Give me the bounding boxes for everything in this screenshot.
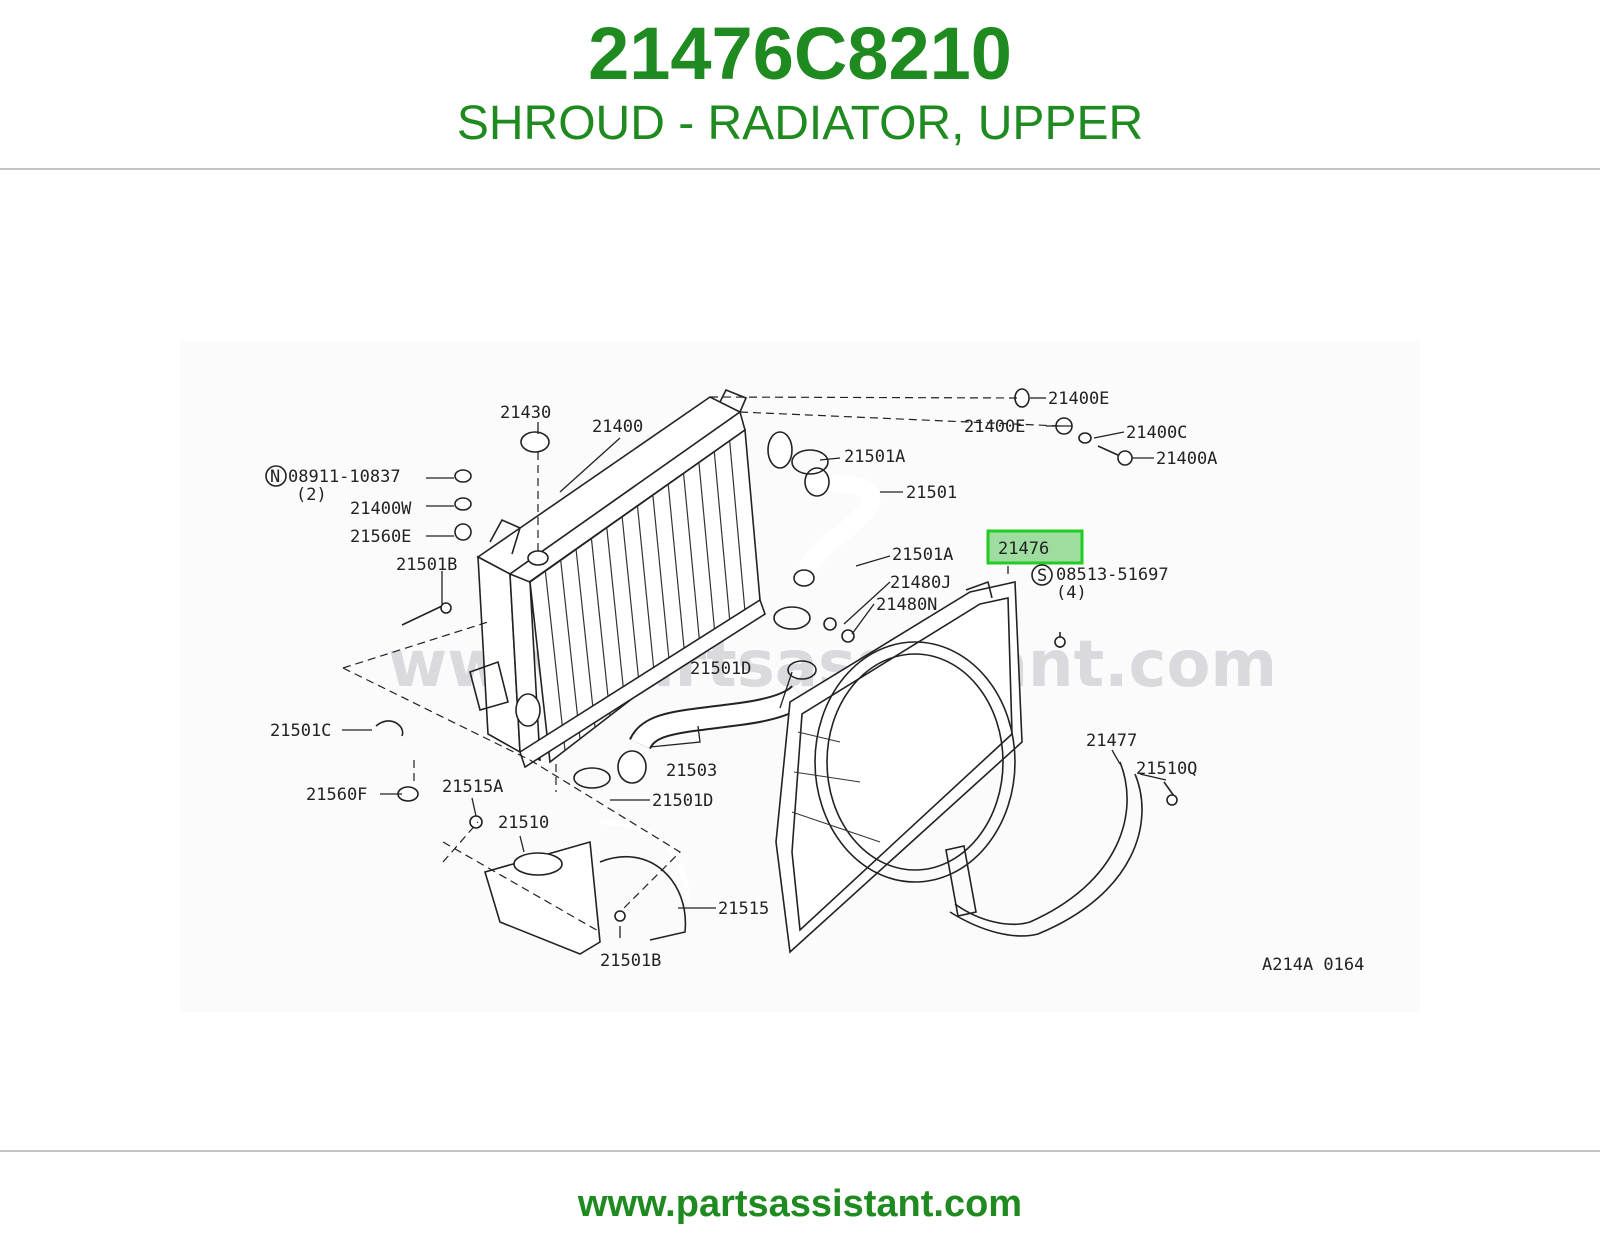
reservoir-tank xyxy=(484,819,691,955)
part-labels: 21430 21400 08911-10837 (2) 21400W 21560… xyxy=(270,389,1364,975)
figure-code: A214A 0164 xyxy=(1262,955,1364,975)
label-21477: 21477 xyxy=(1086,731,1137,751)
fan-shroud-21476 xyxy=(775,580,1023,954)
circle-s-symbol xyxy=(1031,564,1053,586)
label-21430: 21430 xyxy=(500,403,551,423)
label-21400E-left: 21400E xyxy=(964,417,1025,437)
hardware-parts xyxy=(375,388,1178,922)
label-21515: 21515 xyxy=(718,899,769,919)
label-21400A: 21400A xyxy=(1156,449,1217,469)
label-08911-10837: 08911-10837 xyxy=(288,467,401,487)
label-21501: 21501 xyxy=(906,483,957,503)
label-21503: 21503 xyxy=(666,761,717,781)
label-21501D-upper: 21501D xyxy=(690,659,751,679)
lower-shroud-21477 xyxy=(945,761,1143,937)
radiator-fin xyxy=(590,538,611,716)
radiator-fin xyxy=(667,484,686,658)
label-21501B-bottom: 21501B xyxy=(600,951,661,971)
radiator-fin xyxy=(729,440,746,612)
label-21501A-mid: 21501A xyxy=(892,545,953,565)
radiator-fin xyxy=(544,571,566,751)
label-21400E-top: 21400E xyxy=(1048,389,1109,409)
label-21501D-lower: 21501D xyxy=(652,791,713,811)
label-21510Q: 21510Q xyxy=(1136,759,1197,779)
label-21501A-top: 21501A xyxy=(844,447,905,467)
radiator-fin xyxy=(560,560,581,739)
leader-lines xyxy=(342,397,1167,938)
radiator-fin xyxy=(682,473,701,647)
circle-n-symbol xyxy=(265,465,287,487)
radiator-fin xyxy=(575,549,596,728)
label-21480N: 21480N xyxy=(876,595,937,615)
label-08911-qty: (2) xyxy=(296,485,327,505)
footer-url[interactable]: www.partsassistant.com xyxy=(577,1183,1023,1225)
highlight-box xyxy=(986,529,1084,565)
radiator-fin xyxy=(621,516,641,693)
label-21560E: 21560E xyxy=(350,527,411,547)
label-21560F: 21560F xyxy=(306,785,367,805)
radiator-fin xyxy=(606,527,626,705)
label-21501C: 21501C xyxy=(270,721,331,741)
label-08513-51697: 08513-51697 xyxy=(1056,565,1169,585)
highlight-label: 21476 xyxy=(998,539,1049,559)
label-08513-qty: (4) xyxy=(1056,583,1087,603)
radiator-fin xyxy=(698,462,716,635)
circle-s-letter: S xyxy=(1037,566,1047,586)
label-21480J: 21480J xyxy=(890,573,951,593)
footer-divider xyxy=(0,1150,1600,1152)
circle-n-letter: N xyxy=(270,467,280,487)
radiator-fin xyxy=(652,495,671,670)
hoses xyxy=(573,449,880,789)
radiator-assembly xyxy=(469,388,793,769)
header-divider xyxy=(0,168,1600,170)
radiator-fin xyxy=(636,505,656,682)
parts-diagram: www.partsassistant.com xyxy=(180,342,1420,1012)
label-21510: 21510 xyxy=(498,813,549,833)
label-21400C: 21400C xyxy=(1126,423,1187,443)
guide-lines xyxy=(342,396,1061,933)
label-21400W: 21400W xyxy=(350,499,412,519)
part-description: SHROUD - RADIATOR, UPPER xyxy=(456,97,1144,150)
label-21515A: 21515A xyxy=(442,777,503,797)
label-21501B-top: 21501B xyxy=(396,555,457,575)
radiator-fin xyxy=(713,451,731,624)
label-21400: 21400 xyxy=(592,417,643,437)
part-number-title: 21476C8210 xyxy=(588,12,1012,95)
